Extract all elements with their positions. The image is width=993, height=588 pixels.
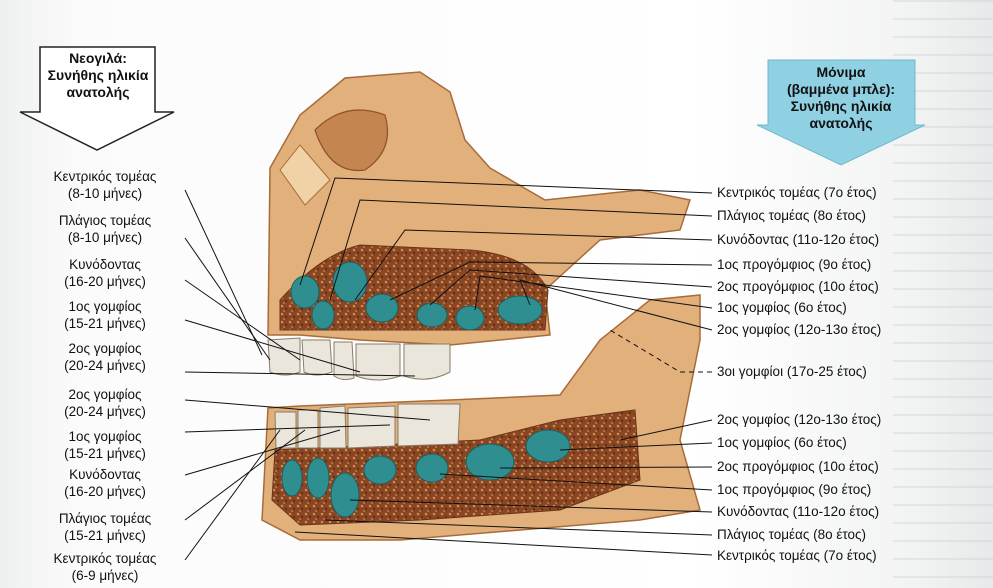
label-age: (20-24 μήνες) <box>25 357 185 374</box>
deciduous-upper-first-molar: 1ος γομφίος (15-21 μήνες) <box>25 298 185 332</box>
permanent-upper-central-incisor: Κεντρικός τομέας (7ο έτος) <box>717 184 877 201</box>
label-name: Κυνόδοντας <box>25 466 185 483</box>
permanent-upper-lateral-incisor: Πλάγιος τομέας (8ο έτος) <box>717 207 866 224</box>
deciduous-lower-central-incisor: Κεντρικός τομέας (6-9 μήνες) <box>25 550 185 584</box>
deciduous-upper-canine: Κυνόδοντας (16-20 μήνες) <box>25 256 185 290</box>
permanent-header-line1: Μόνιμα <box>765 64 917 81</box>
deciduous-lower-first-molar: 1ος γομφίος (15-21 μήνες) <box>25 428 185 462</box>
permanent-header-line3: Συνήθης ηλικία <box>765 98 917 115</box>
label-age: (8-10 μήνες) <box>25 185 185 202</box>
permanent-header: Μόνιμα (βαμμένα μπλε): Συνήθης ηλικία αν… <box>765 64 917 132</box>
label-name: Κεντρικός τομέας <box>25 168 185 185</box>
permanent-upper-canine: Κυνόδοντας (11ο-12ο έτος) <box>717 231 879 248</box>
permanent-upper-second-molar: 2ος γομφίος (12ο-13ο έτος) <box>717 321 881 338</box>
deciduous-lower-canine: Κυνόδοντας (16-20 μήνες) <box>25 466 185 500</box>
label-name: 2ος γομφίος <box>25 386 185 403</box>
permanent-lower-first-molar: 1ος γομφίος (6ο έτος) <box>717 434 847 451</box>
third-molars-label: 3οι γομφίοι (17ο-25 έτος) <box>717 363 867 380</box>
permanent-upper-first-premolar: 1ος προγόμφιος (9ο έτος) <box>717 256 871 273</box>
label-age: (8-10 μήνες) <box>25 229 185 246</box>
deciduous-header: Νεογιλά: Συνήθης ηλικία ανατολής <box>40 50 156 101</box>
label-name: Κεντρικός τομέας <box>25 550 185 567</box>
permanent-lower-first-premolar: 1ος προγόμφιος (9ο έτος) <box>717 481 871 498</box>
deciduous-upper-second-molar: 2ος γομφίος (20-24 μήνες) <box>25 340 185 374</box>
permanent-header-line4: ανατολής <box>765 115 917 132</box>
label-name: 2ος γομφίος <box>25 340 185 357</box>
permanent-lower-second-molar: 2ος γομφίος (12ο-13ο έτος) <box>717 411 881 428</box>
label-age: (16-20 μήνες) <box>25 273 185 290</box>
label-age: (15-21 μήνες) <box>25 315 185 332</box>
label-name: Πλάγιος τομέας <box>25 510 185 527</box>
label-name: 1ος γομφίος <box>25 298 185 315</box>
label-name: Πλάγιος τομέας <box>25 212 185 229</box>
label-age: (16-20 μήνες) <box>25 483 185 500</box>
deciduous-header-line1: Νεογιλά: <box>40 50 156 67</box>
permanent-lower-lateral-incisor: Πλάγιος τομέας (8ο έτος) <box>717 526 866 543</box>
deciduous-upper-lateral-incisor: Πλάγιος τομέας (8-10 μήνες) <box>25 212 185 246</box>
permanent-upper-second-premolar: 2ος προγόμφιος (10ο έτος) <box>717 278 879 295</box>
permanent-lower-second-premolar: 2ος προγόμφιος (10ο έτος) <box>717 458 879 475</box>
deciduous-lower-lateral-incisor: Πλάγιος τομέας (15-21 μήνες) <box>25 510 185 544</box>
label-age: (20-24 μήνες) <box>25 403 185 420</box>
deciduous-header-line2: Συνήθης ηλικία <box>40 67 156 84</box>
label-age: (6-9 μήνες) <box>25 567 185 584</box>
permanent-lower-central-incisor: Κεντρικός τομέας (7ο έτος) <box>717 547 877 564</box>
label-age: (15-21 μήνες) <box>25 527 185 544</box>
label-name: 1ος γομφίος <box>25 428 185 445</box>
label-age: (15-21 μήνες) <box>25 445 185 462</box>
label-name: Κυνόδοντας <box>25 256 185 273</box>
deciduous-lower-second-molar: 2ος γομφίος (20-24 μήνες) <box>25 386 185 420</box>
permanent-lower-canine: Κυνόδοντας (11ο-12ο έτος) <box>717 503 879 520</box>
deciduous-header-line3: ανατολής <box>40 84 156 101</box>
permanent-upper-first-molar: 1ος γομφίος (6ο έτος) <box>717 299 847 316</box>
deciduous-upper-central-incisor: Κεντρικός τομέας (8-10 μήνες) <box>25 168 185 202</box>
permanent-header-line2: (βαμμένα μπλε): <box>765 81 917 98</box>
